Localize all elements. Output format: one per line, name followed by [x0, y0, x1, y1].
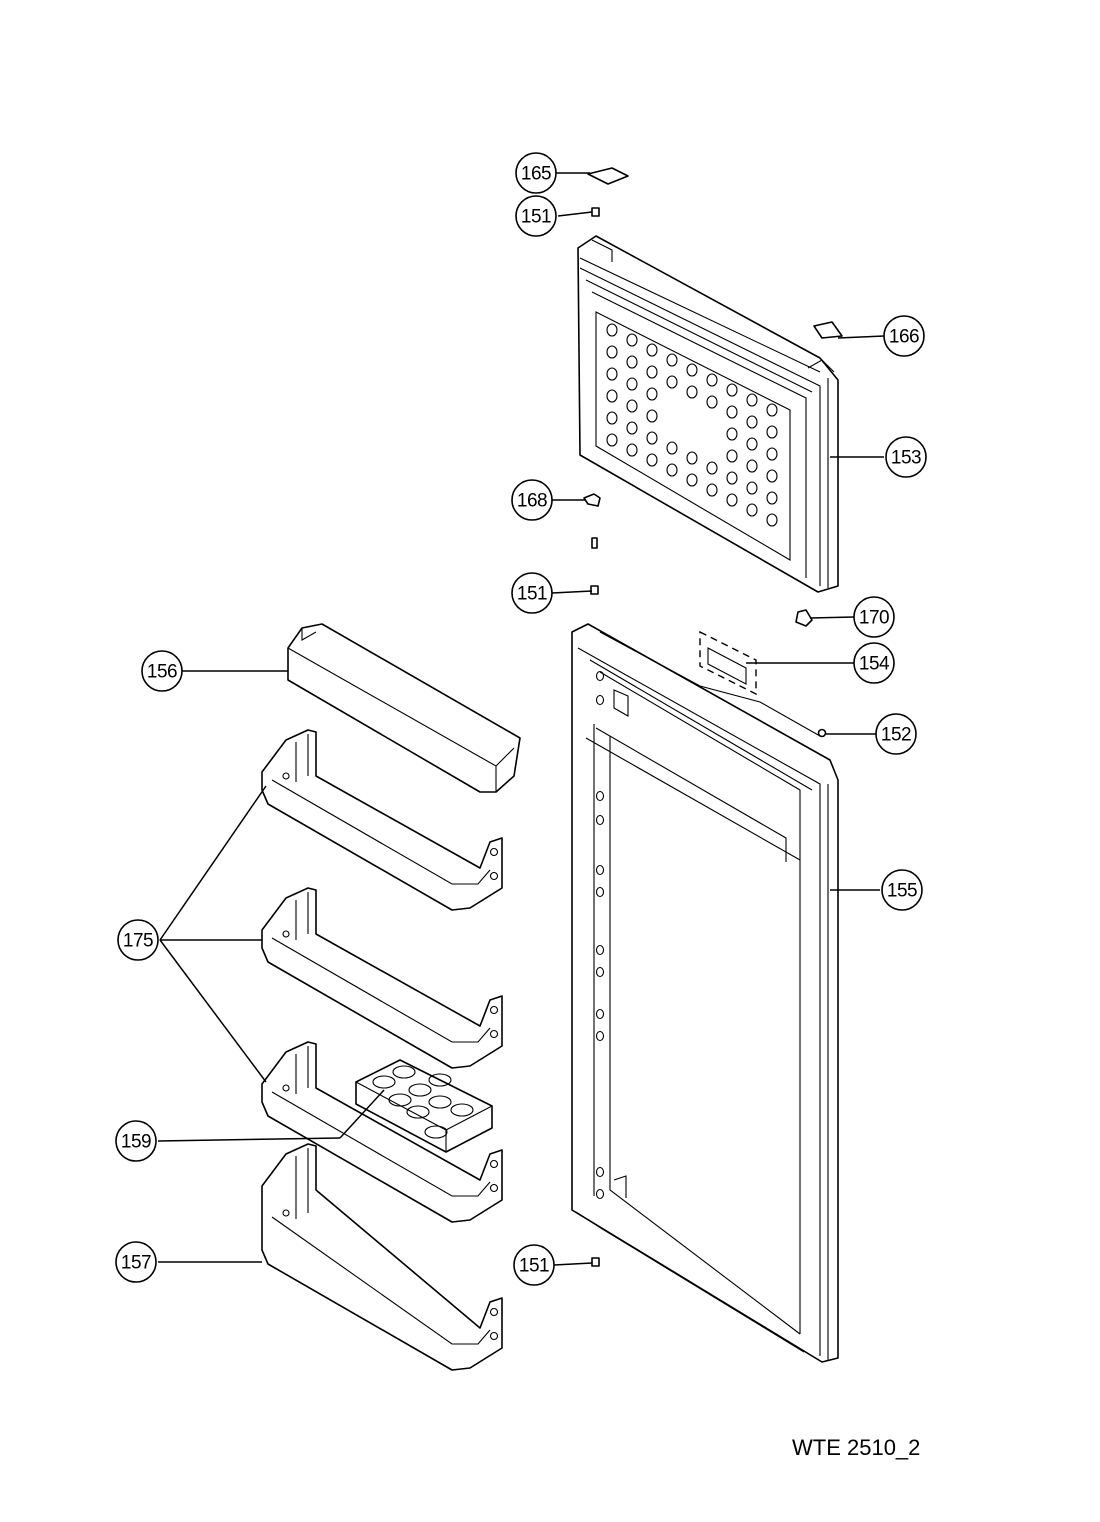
hinge-pin-168 — [583, 493, 601, 507]
callout-label: 156 — [147, 662, 177, 683]
callout-159: 159 — [115, 1120, 157, 1162]
balcony-175-middle — [261, 887, 503, 1069]
fridge-door-stud-pattern — [595, 670, 605, 1200]
callout-153: 153 — [885, 436, 927, 478]
fridge-door-part — [571, 623, 839, 1363]
screw-152 — [817, 728, 827, 738]
callout-label: 170 — [859, 608, 889, 629]
label-154 — [699, 630, 757, 696]
callout-label: 168 — [517, 491, 547, 512]
callout-label: 151 — [517, 584, 547, 605]
callout-151: 151 — [515, 195, 557, 237]
bottle-balcony-157 — [261, 1143, 503, 1371]
callout-label: 175 — [123, 931, 153, 952]
callout-label: 165 — [521, 164, 551, 185]
hinge-cover-165 — [587, 167, 629, 185]
hinge-cover-166 — [813, 321, 843, 339]
callout-label: 155 — [887, 881, 917, 902]
butter-compartment-cover-part — [287, 623, 521, 793]
egg-tray-part — [355, 1059, 493, 1153]
callout-165: 165 — [515, 152, 557, 194]
callout-155: 155 — [881, 869, 923, 911]
callout-label: 153 — [891, 448, 921, 469]
callout-156: 156 — [141, 650, 183, 692]
balcony-175-lower — [261, 1041, 503, 1223]
bushing — [591, 537, 598, 549]
stopper-170 — [795, 609, 813, 627]
callout-175: 175 — [117, 919, 159, 961]
screw-151-bottom — [591, 1257, 600, 1267]
door-balcony-parts — [261, 729, 503, 1371]
callout-label: 157 — [121, 1253, 151, 1274]
freezer-door-hole-pattern — [606, 323, 778, 527]
screw-151-mid — [590, 585, 599, 595]
callout-label: 152 — [881, 725, 911, 746]
callout-bubbles: 165 151 166 153 168 151 170 156 154 152 175 155 159 1… — [115, 152, 927, 1286]
callout-label: 151 — [519, 1256, 549, 1277]
callout-170: 170 — [853, 596, 895, 638]
model-code-label: WTE 2510_2 — [792, 1435, 921, 1460]
callout-154: 154 — [853, 642, 895, 684]
callout-label: 159 — [121, 1132, 151, 1153]
callout-151: 151 — [513, 1244, 555, 1286]
leader-lines — [157, 172, 885, 1266]
callout-152: 152 — [875, 713, 917, 755]
callout-151: 151 — [511, 572, 553, 614]
callout-label: 151 — [521, 207, 551, 228]
callout-168: 168 — [511, 479, 553, 521]
callout-166: 166 — [883, 315, 925, 357]
freezer-door-part — [577, 235, 839, 593]
callout-157: 157 — [115, 1241, 157, 1283]
screw-151-top — [591, 207, 600, 217]
small-parts — [583, 167, 843, 1267]
callout-label: 154 — [859, 654, 890, 675]
callout-label: 166 — [889, 327, 919, 348]
balcony-175-top — [261, 729, 503, 911]
